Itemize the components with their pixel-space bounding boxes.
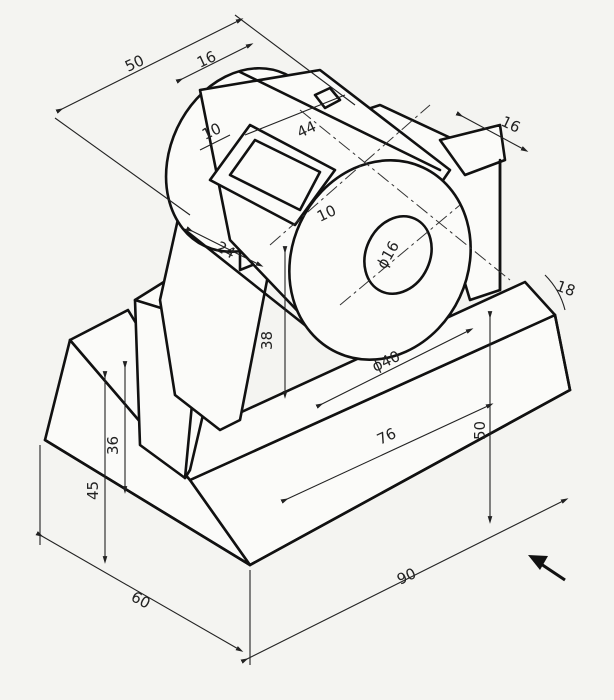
label-50-top: 50 <box>122 51 147 75</box>
label-36: 36 <box>104 436 122 455</box>
dim-line-76 <box>280 403 494 504</box>
cutout-inner <box>228 138 322 212</box>
cylinder-top-edge <box>238 70 442 172</box>
label-60: 60 <box>128 588 153 613</box>
dim-line-phi40 <box>315 328 474 409</box>
dim-line-50-top <box>55 18 244 114</box>
dim-line-10-left <box>199 134 231 151</box>
dim-line-44 <box>244 94 346 136</box>
dim-line-90 <box>240 498 569 664</box>
dim-line-18 <box>544 274 566 311</box>
label-18: 18 <box>554 277 578 300</box>
square-cutout <box>208 123 337 227</box>
dim-line-24 <box>185 226 264 267</box>
label-90: 90 <box>394 564 419 588</box>
label-45: 45 <box>84 481 102 500</box>
label-38: 38 <box>258 331 276 350</box>
label-16-top: 16 <box>194 47 219 71</box>
label-50-right: 50 <box>471 421 489 440</box>
dim-line-16-top <box>175 43 254 84</box>
top-slot <box>313 86 342 110</box>
view-direction-arrow-icon <box>528 555 566 582</box>
base-right-edge <box>553 313 572 392</box>
dim-line-60 <box>35 531 244 652</box>
bore-hole <box>363 215 433 295</box>
dimension-lines <box>35 14 569 665</box>
center-lines <box>269 104 511 306</box>
dim-line-16-right <box>455 111 529 152</box>
